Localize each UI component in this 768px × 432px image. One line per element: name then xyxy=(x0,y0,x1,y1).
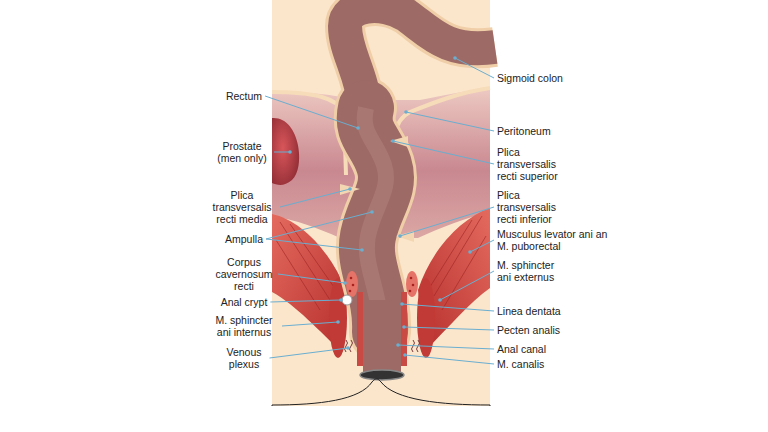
part-label: Sigmoid colon xyxy=(497,72,563,84)
leader-dot xyxy=(370,210,374,214)
part-label: Plica transversalis recti superior xyxy=(497,146,569,182)
leader-dot xyxy=(343,281,347,285)
leader-dot xyxy=(402,325,406,329)
leader-line xyxy=(280,189,350,207)
part-label: M. canalis xyxy=(497,358,544,370)
corpus-cavernosum xyxy=(346,271,358,297)
leader-line xyxy=(400,207,494,236)
part-label: Ampulla xyxy=(225,233,263,245)
peritoneum-line xyxy=(394,88,490,136)
cavernous-dots xyxy=(349,277,415,293)
part-label: Rectum xyxy=(226,90,262,102)
part-label: Plica transversalis recti media xyxy=(207,189,277,225)
prostate-shape xyxy=(272,118,299,185)
part-label: Prostate (men only) xyxy=(213,140,271,164)
part-label: Peritoneum xyxy=(497,125,551,137)
part-label: Musculus levator ani an M. puborectal xyxy=(497,228,617,252)
part-label: Corpus cavernosum recti xyxy=(213,256,275,292)
part-label: M. sphincter ani externus xyxy=(497,259,567,283)
leader-line xyxy=(266,239,362,250)
transverse-fold xyxy=(390,136,408,147)
leader-dot xyxy=(398,234,402,238)
leader-line xyxy=(398,345,494,349)
part-label: Venous plexus xyxy=(222,346,267,370)
leader-dot xyxy=(339,298,343,302)
leader-line xyxy=(402,304,494,311)
leader-dot xyxy=(400,302,404,306)
leader-dot xyxy=(404,110,408,114)
leader-line xyxy=(278,274,345,283)
leader-dot xyxy=(453,56,457,60)
anal-crypt-mark xyxy=(342,295,352,305)
rectum-shading xyxy=(365,108,386,332)
rectum-shape xyxy=(365,108,386,332)
peritoneum-line xyxy=(272,92,346,175)
corpus-cavernosum xyxy=(406,271,418,297)
sphincter-internus xyxy=(401,292,407,366)
leader-dot xyxy=(360,248,364,252)
leader-dot xyxy=(356,126,360,130)
leader-dot xyxy=(348,187,352,191)
leader-dot xyxy=(438,298,442,302)
leader-line xyxy=(393,141,494,164)
part-label: Anal crypt xyxy=(221,296,268,308)
body-outline xyxy=(272,379,490,406)
leader-dot xyxy=(288,150,292,154)
part-label: Pecten analis xyxy=(497,324,560,336)
transverse-fold xyxy=(340,184,360,195)
part-label: Anal canal xyxy=(497,343,546,355)
anal-opening xyxy=(360,370,404,380)
part-label: Linea dentata xyxy=(497,305,561,317)
leader-line xyxy=(404,327,494,330)
leader-line xyxy=(266,212,372,239)
leader-line xyxy=(455,58,494,78)
leader-line xyxy=(405,355,494,364)
leader-line xyxy=(270,348,349,358)
part-label: Plica transversalis recti inferior xyxy=(497,189,569,225)
leader-line xyxy=(440,271,494,300)
lower-ground xyxy=(272,406,490,432)
anal-canal-shape xyxy=(363,300,401,374)
rectum-outline xyxy=(365,108,386,332)
leader-line xyxy=(274,152,290,153)
part-label: M. sphincter ani internus xyxy=(209,314,279,338)
leader-dot xyxy=(391,139,395,143)
leader-line xyxy=(406,112,494,131)
leader-line xyxy=(265,96,358,128)
leader-dot xyxy=(396,343,400,347)
leader-line xyxy=(270,300,341,302)
leader-line xyxy=(470,240,494,252)
leader-dot xyxy=(346,346,350,350)
leader-dot xyxy=(336,320,340,324)
venous-plexus-mark xyxy=(345,340,420,352)
leader-line xyxy=(282,322,338,326)
sphincter-internus xyxy=(357,292,363,366)
leader-dot xyxy=(468,250,472,254)
leader-dot xyxy=(403,353,407,357)
